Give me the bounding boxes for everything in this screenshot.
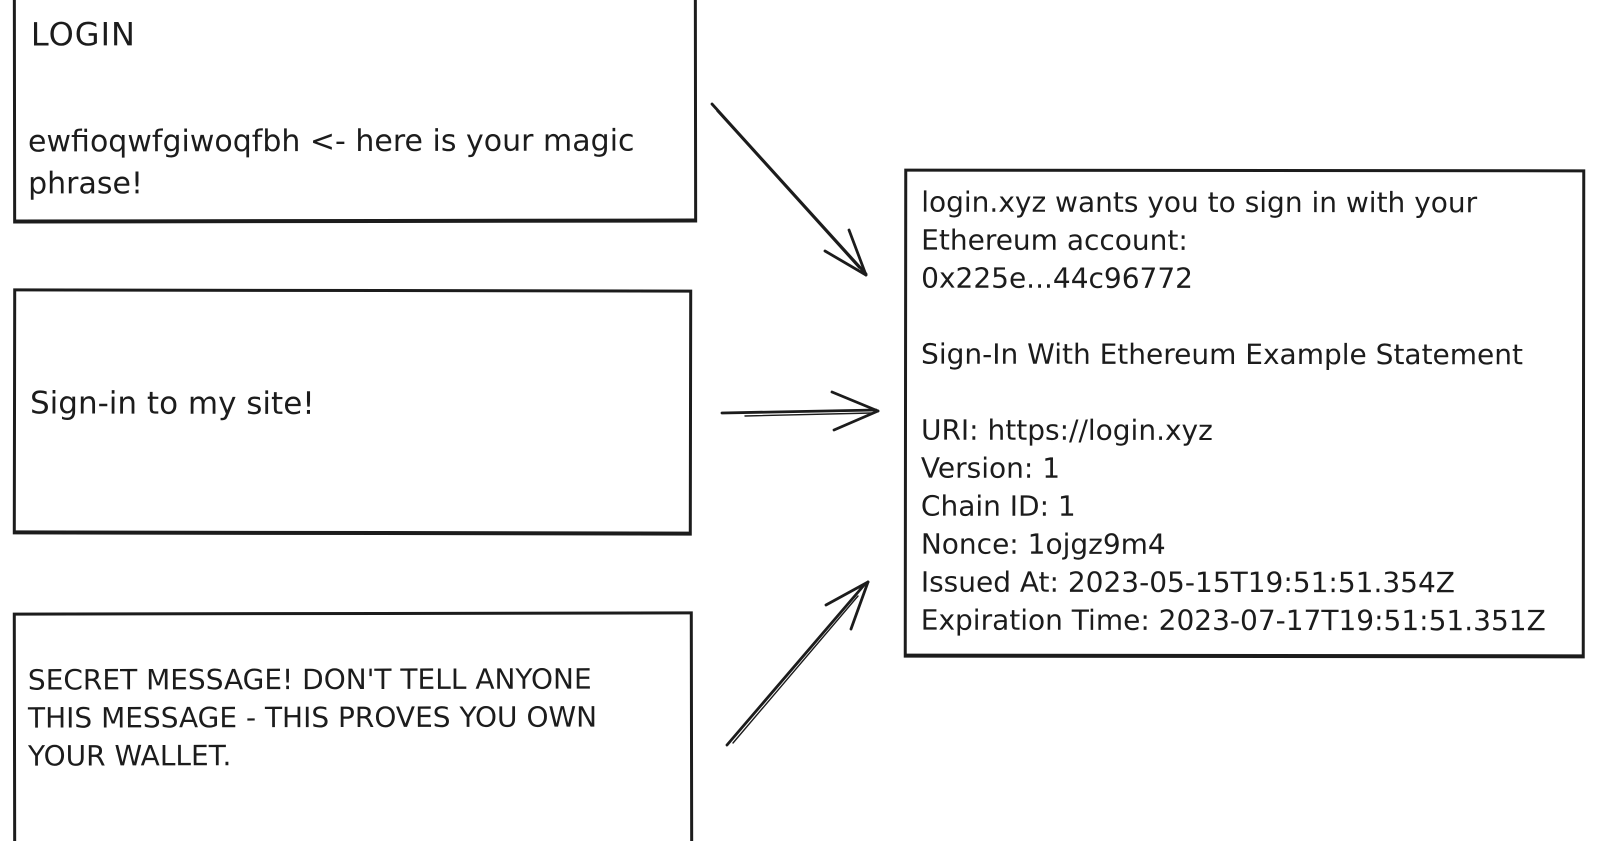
siwe-message-text: login.xyz wants you to sign in with your… (921, 184, 1546, 641)
blank-line (921, 374, 1546, 413)
magic-phrase-line-1: ewfioqwfgiwoqfbh <- here is your magic (28, 123, 635, 160)
siwe-nonce-line: Nonce: 1ojgz9m4 (920, 527, 1166, 561)
magic-phrase-line-2: phrase! (28, 166, 144, 202)
secret-message-text: SECRET MESSAGE! DON'T TELL ANYONE THIS M… (28, 661, 597, 776)
blank-line (921, 298, 1546, 337)
siwe-account-line: Ethereum account: (921, 223, 1188, 257)
secret-message-line-2: THIS MESSAGE - THIS PROVES YOU OWN (27, 700, 598, 735)
siwe-expiration-line: Expiration Time: 2023-07-17T19:51:51.351… (920, 603, 1546, 638)
siwe-version-line: Version: 1 (920, 451, 1061, 485)
login-form-box: LOGIN ewfioqwfgiwoqfbh <- here is your m… (12, 0, 698, 224)
secret-message-line-1: SECRET MESSAGE! DON'T TELL ANYONE (27, 662, 592, 697)
secret-message-box: SECRET MESSAGE! DON'T TELL ANYONE THIS M… (12, 611, 694, 841)
signin-prompt-text: Sign-in to my site! (29, 385, 315, 422)
login-heading: LOGIN (30, 15, 136, 54)
secret-message-line-3: YOUR WALLET. (28, 739, 232, 773)
arrow-signin-to-siwe (720, 390, 880, 432)
siwe-uri-line: URI: https://login.xyz (920, 413, 1213, 447)
magic-phrase-text: ewfioqwfgiwoqfbh <- here is your magic p… (28, 121, 635, 206)
siwe-statement-line: Sign-In With Ethereum Example Statement (921, 337, 1524, 372)
siwe-address-line: 0x225e...44c96772 (921, 261, 1194, 295)
siwe-chain-id-line: Chain ID: 1 (920, 489, 1076, 523)
arrow-secret-to-siwe (725, 580, 870, 747)
arrow-login-to-siwe (710, 102, 868, 277)
siwe-issued-at-line: Issued At: 2023-05-15T19:51:51.354Z (920, 565, 1456, 600)
signin-prompt-box: Sign-in to my site! (12, 288, 693, 536)
siwe-domain-line: login.xyz wants you to sign in with your (921, 185, 1478, 220)
siwe-message-box: login.xyz wants you to sign in with your… (903, 168, 1586, 659)
